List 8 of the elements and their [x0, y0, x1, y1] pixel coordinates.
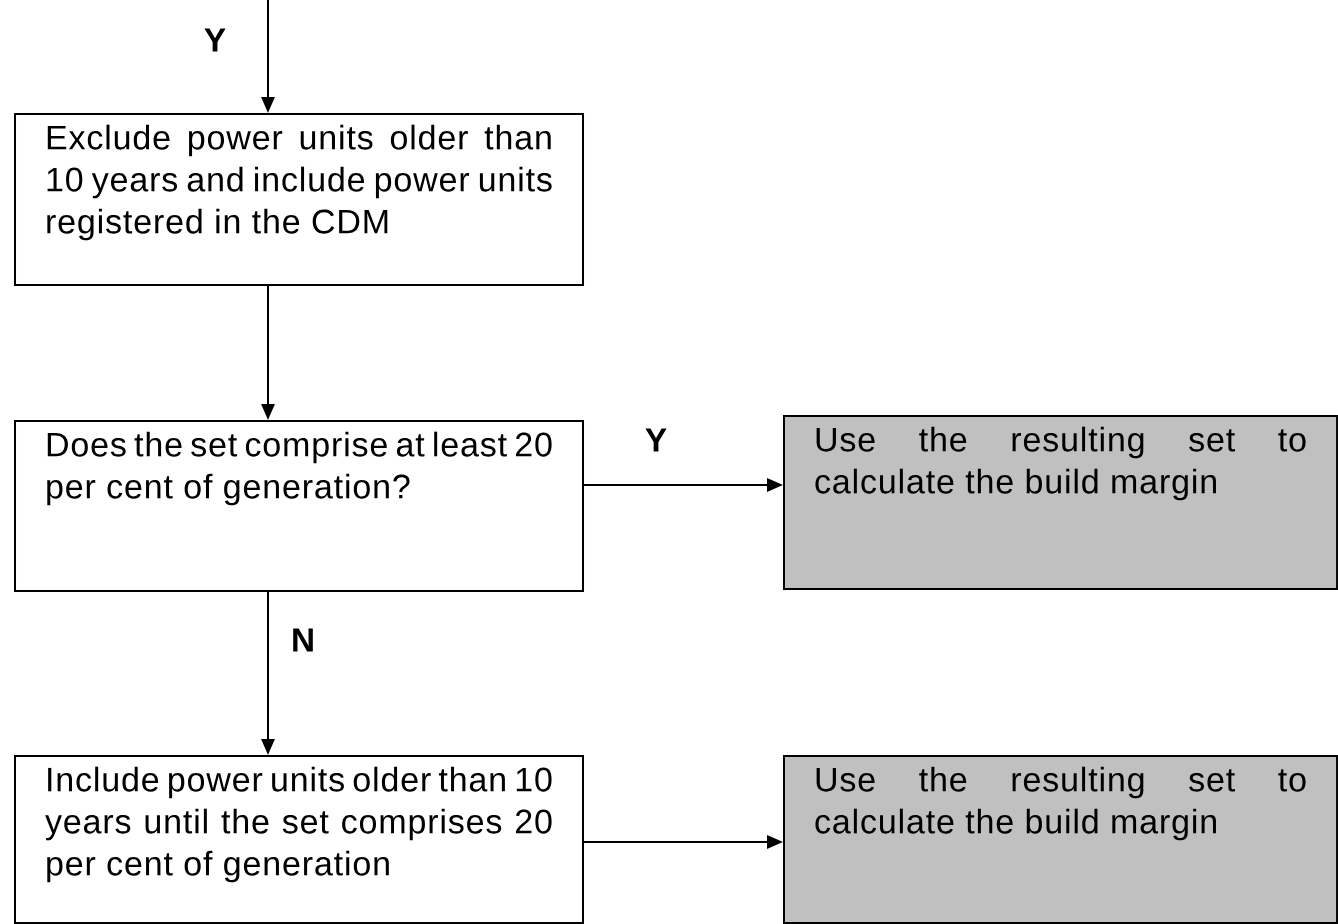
- process-box: Exclude power units older than 10 years and include power units registered in the CDM: [14, 113, 584, 286]
- edge-label: Y: [204, 28, 226, 52]
- edge-label: Y: [645, 428, 667, 452]
- result-box: Use the resulting set to calculate the build margin: [783, 415, 1338, 591]
- decision-box: Does the set comprise at least 20 per cent of generation?: [14, 420, 584, 592]
- result-box: Use the resulting set to calculate the build margin: [783, 755, 1338, 924]
- process-box: Include power units older than 10 years until the set comprises 20 per cent of generation: [14, 755, 584, 924]
- edge-label: N: [293, 628, 313, 652]
